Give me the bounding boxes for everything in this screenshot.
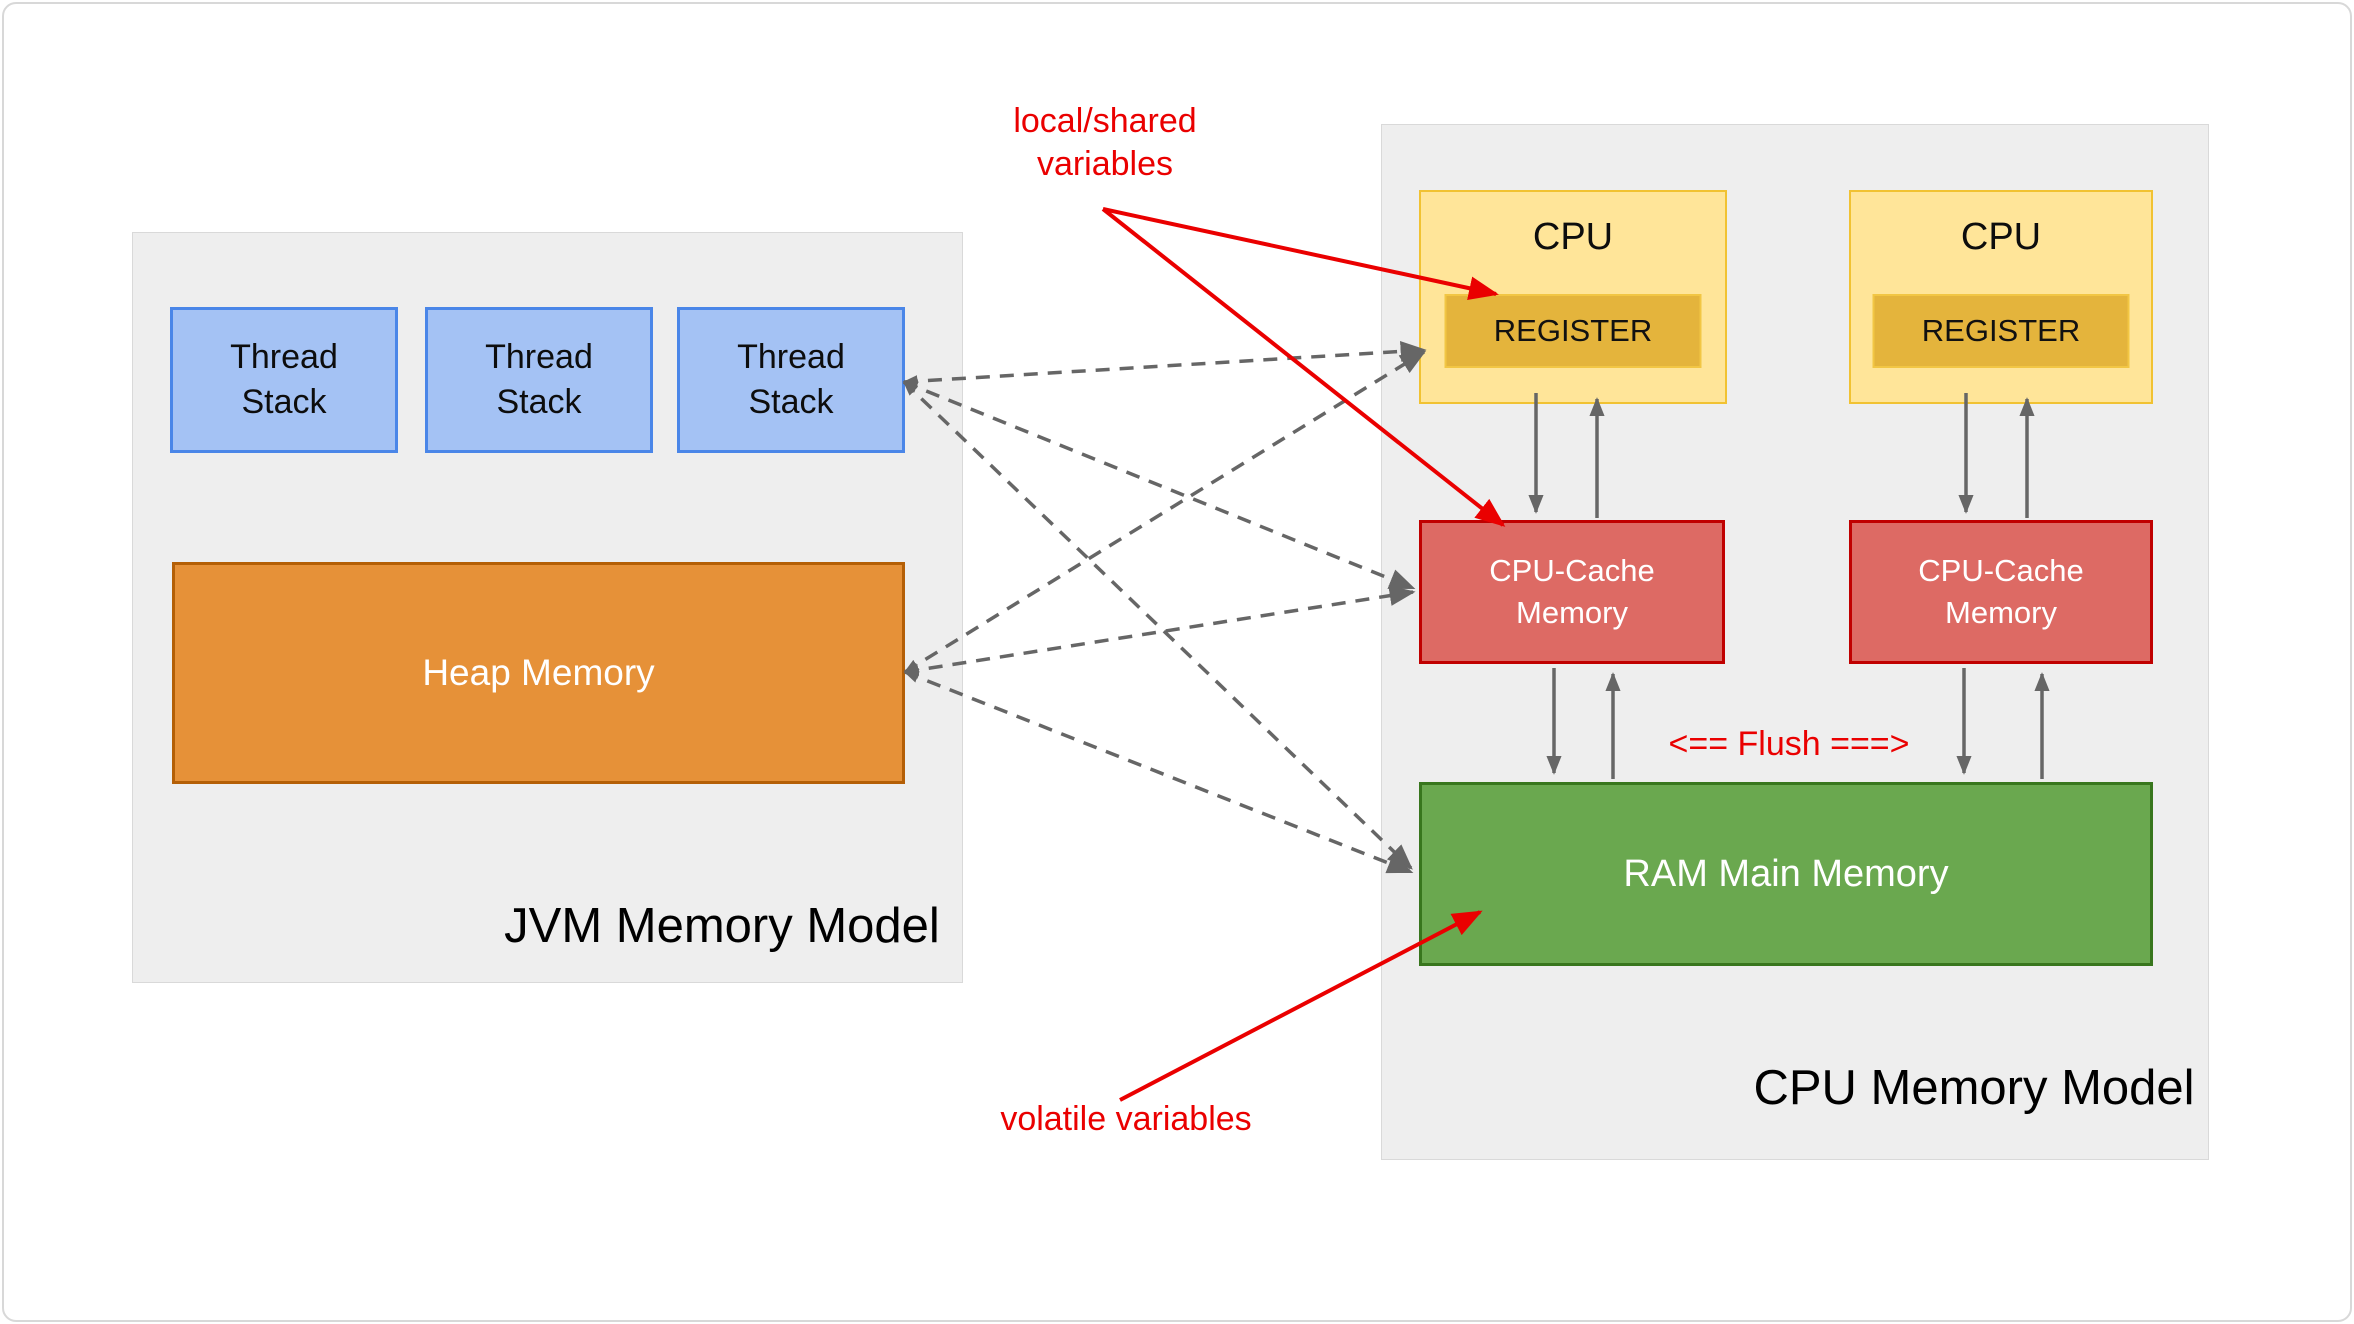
volatile-variables-label: volatile variables xyxy=(1000,1100,1252,1138)
cpu-label-2: CPU xyxy=(1960,216,2042,258)
heap-memory-box: Heap Memory xyxy=(172,562,905,784)
thread-stack-box-3: Thread Stack xyxy=(677,307,905,453)
cpu-cache-box-1: CPU-Cache Memory xyxy=(1419,520,1725,664)
cpu-cache-box-2: CPU-Cache Memory xyxy=(1849,520,2153,664)
register-box-1: REGISTER xyxy=(1444,294,1702,368)
thread-stack-box-1: Thread Stack xyxy=(170,307,398,453)
jvm-panel-title: JVM Memory Model xyxy=(504,899,940,953)
flush-label: <== Flush ===> xyxy=(1668,725,1910,763)
register-box-2: REGISTER xyxy=(1872,294,2130,368)
cpu-cache-label-1: CPU-Cache Memory xyxy=(1489,553,1655,630)
register-label-1: REGISTER xyxy=(1493,313,1653,348)
cpu-label-1: CPU xyxy=(1532,216,1614,258)
cpu-box-2: CPU REGISTER xyxy=(1849,190,2153,404)
register-label-2: REGISTER xyxy=(1921,313,2081,348)
thread-stack-box-2: Thread Stack xyxy=(425,307,653,453)
heap-memory-label: Heap Memory xyxy=(422,652,655,693)
thread-stack-label-3: Thread Stack xyxy=(737,338,845,421)
thread-stack-label-1: Thread Stack xyxy=(230,338,338,421)
ram-main-memory-label: RAM Main Memory xyxy=(1623,852,1949,895)
local-shared-variables-label: local/shared variables xyxy=(1013,102,1197,183)
thread-stack-label-2: Thread Stack xyxy=(485,338,593,421)
cpu-box-1: CPU REGISTER xyxy=(1419,190,1727,404)
ram-main-memory-box: RAM Main Memory xyxy=(1419,782,2153,966)
cpu-panel-title: CPU Memory Model xyxy=(1753,1061,2195,1115)
cpu-cache-label-2: CPU-Cache Memory xyxy=(1918,553,2084,630)
